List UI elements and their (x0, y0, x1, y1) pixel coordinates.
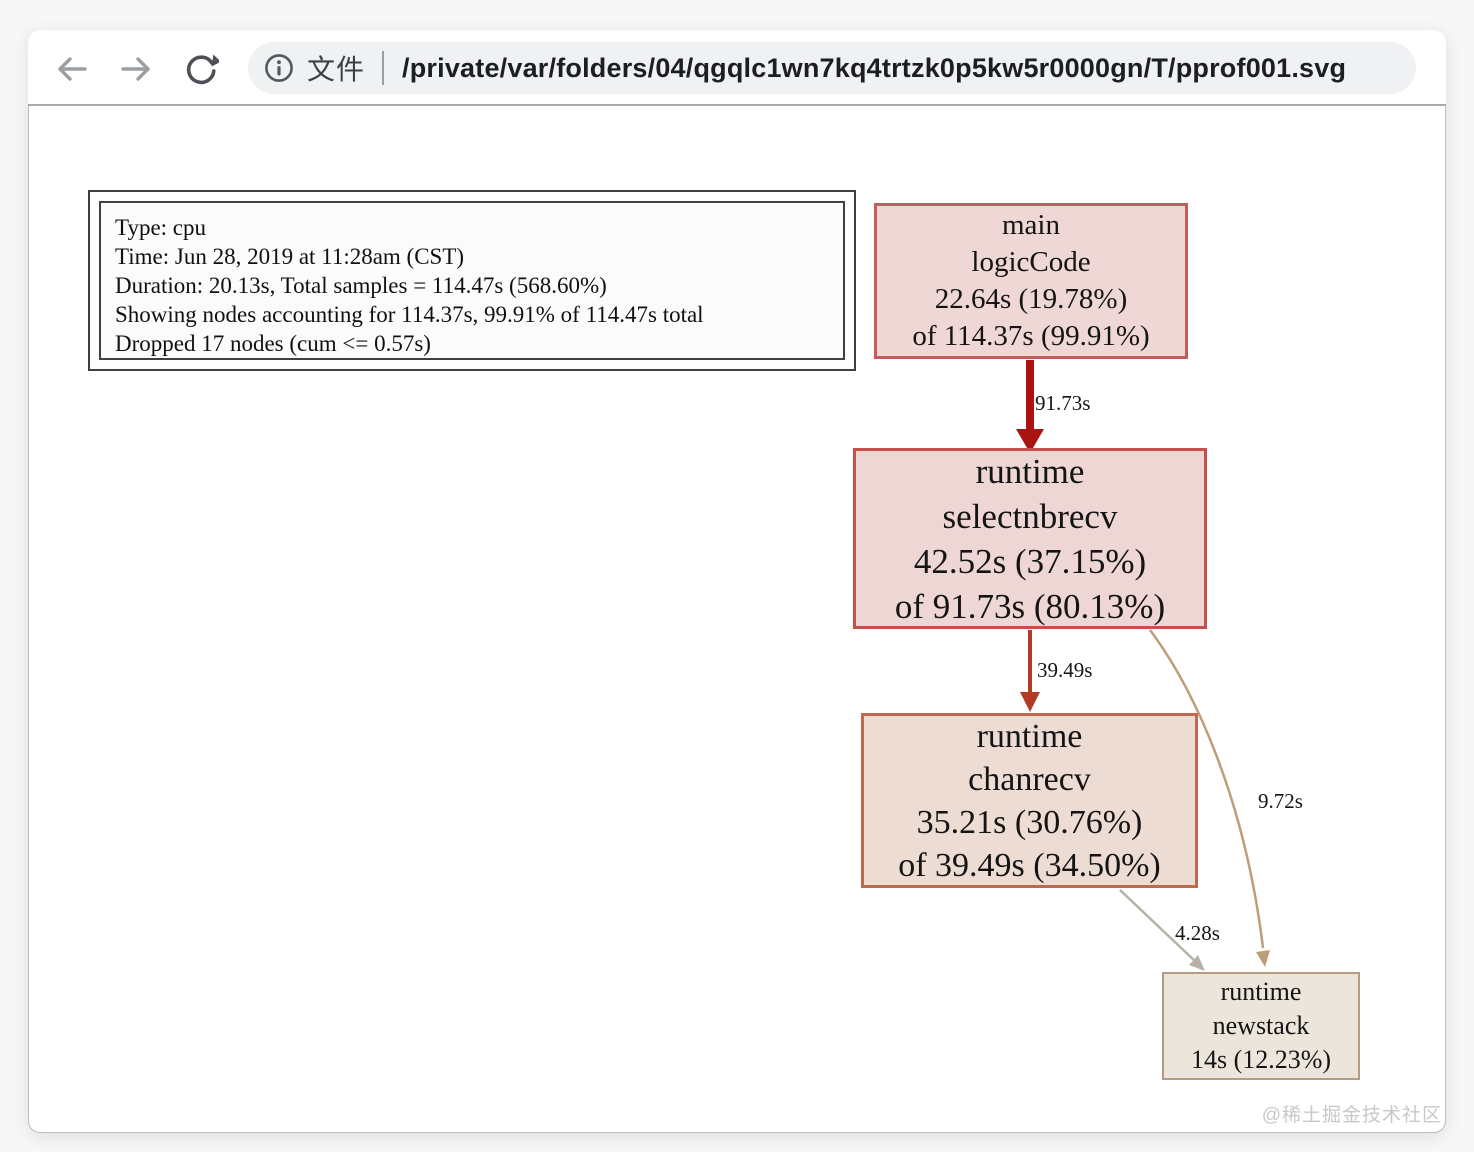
address-bar[interactable]: 文件 /private/var/folders/04/qgqlc1wn7kq4t… (248, 42, 1416, 94)
back-arrow-icon (54, 57, 90, 90)
address-site-label: 文件 (307, 54, 366, 85)
forward-arrow-icon (118, 57, 154, 90)
watermark: @稀土掘金技术社区 (1261, 1105, 1442, 1126)
reload-icon (183, 54, 221, 90)
forward-button[interactable] (118, 52, 154, 86)
browser-toolbar: 文件 /private/var/folders/04/qgqlc1wn7kq4t… (28, 30, 1446, 106)
page-info-icon[interactable] (264, 53, 294, 83)
browser-window (28, 30, 1446, 1133)
url-input[interactable]: /private/var/folders/04/qgqlc1wn7kq4trtz… (402, 52, 1347, 83)
back-button[interactable] (54, 52, 90, 86)
reload-button[interactable] (183, 52, 221, 86)
address-divider (382, 51, 385, 85)
